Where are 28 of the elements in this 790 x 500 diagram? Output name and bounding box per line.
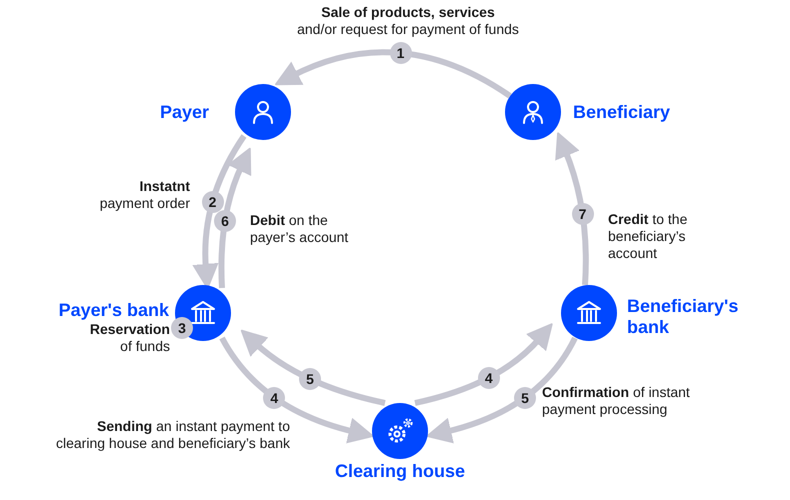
step-number: 6 xyxy=(214,210,236,232)
step-number: 5 xyxy=(299,368,321,390)
node-label: Beneficiary's bank xyxy=(627,296,740,338)
arrow xyxy=(240,330,386,406)
step-number: 4 xyxy=(478,366,500,389)
step-number: 4 xyxy=(263,386,286,408)
step-description: Debit on the payer’s account xyxy=(250,212,350,246)
step-description: Reservation of funds xyxy=(88,321,170,355)
arrow xyxy=(274,49,512,99)
step-description: Credit to the beneficiary’s account xyxy=(608,211,688,262)
node-label: Payer's bank xyxy=(58,300,169,321)
step-number: 1 xyxy=(390,42,412,64)
step-number: 2 xyxy=(202,190,224,212)
step-number: 3 xyxy=(171,317,193,339)
arrow xyxy=(219,336,374,444)
node-label: Payer xyxy=(160,102,209,123)
arrow xyxy=(555,132,589,286)
node-label: Beneficiary xyxy=(573,102,670,123)
step-description: Sale of products, services and/or request for payment of funds xyxy=(296,4,520,38)
step-number: 5 xyxy=(514,386,536,408)
arrow xyxy=(426,336,578,444)
step-number: 7 xyxy=(572,202,594,225)
step-description: Sending an instant payment to clearing house and beneficiary’s bank xyxy=(54,418,290,452)
arrow xyxy=(218,148,252,288)
step-description: Instatnt payment order xyxy=(98,178,190,212)
step-description: Confirmation of instant payment processing xyxy=(542,384,691,418)
arrow xyxy=(414,324,554,406)
node-label: Clearing house xyxy=(334,461,466,482)
